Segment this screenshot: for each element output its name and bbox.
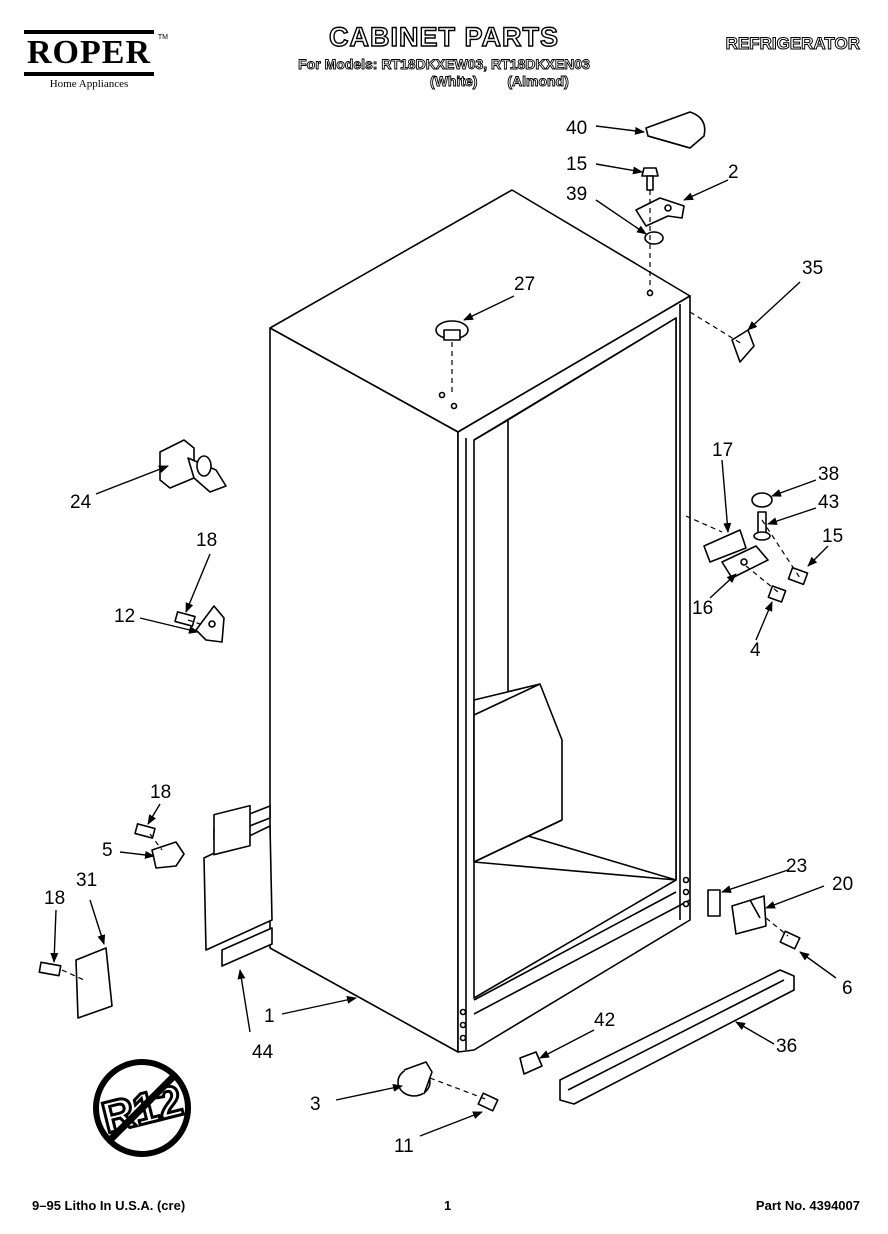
callout-labels: 40 15 2 39 35 27 24 18 12 17 38 43 15 16… bbox=[44, 118, 853, 1157]
callout-1: 1 bbox=[264, 1006, 275, 1027]
models-line: For Models: RT18DKXEW03, RT18DKXEN03 bbox=[298, 56, 591, 73]
side-bracket-part-44 bbox=[203, 804, 273, 967]
callout-4: 4 bbox=[750, 640, 761, 661]
callout-40: 40 bbox=[566, 118, 587, 139]
bracket-part-20 bbox=[731, 895, 767, 935]
callout-leaders bbox=[50, 125, 837, 1137]
callout-44: 44 bbox=[252, 1042, 274, 1063]
assembly-guide-lines bbox=[61, 190, 801, 1101]
cover-part-31 bbox=[75, 947, 113, 1019]
callout-20: 20 bbox=[832, 874, 853, 895]
callout-43: 43 bbox=[818, 492, 839, 513]
callout-27: 27 bbox=[514, 274, 535, 295]
logo-rule-bottom bbox=[24, 72, 154, 76]
page-title: CABINET PARTS bbox=[328, 21, 559, 52]
callout-18-upper: 18 bbox=[196, 530, 217, 551]
roper-logo: ROPER Home Appliances TM bbox=[24, 28, 168, 90]
page-number: 1 bbox=[444, 1198, 452, 1213]
callout-24: 24 bbox=[70, 492, 92, 513]
hinge-bracket-part-17 bbox=[703, 529, 747, 563]
clip-part-42 bbox=[519, 1051, 543, 1075]
callout-15-top: 15 bbox=[566, 154, 587, 175]
color-variants: (White) (Almond) bbox=[430, 73, 595, 90]
top-hinge-cover-part bbox=[645, 111, 706, 149]
hinge-pin-part bbox=[159, 439, 227, 493]
top-hinge-part bbox=[635, 197, 685, 227]
callout-12: 12 bbox=[114, 606, 135, 627]
roller-part-3 bbox=[397, 1061, 433, 1097]
hinge-screw-part-top bbox=[641, 167, 659, 191]
callout-11: 11 bbox=[394, 1136, 414, 1157]
callout-2: 2 bbox=[728, 162, 739, 183]
callout-36: 36 bbox=[776, 1036, 797, 1057]
callout-3: 3 bbox=[310, 1094, 321, 1115]
callout-15-right: 15 bbox=[822, 526, 843, 547]
screw-part-18-upper bbox=[174, 611, 196, 627]
washer-part-38 bbox=[751, 492, 773, 508]
litho-note: 9–95 Litho In U.S.A. (cre) bbox=[32, 1198, 186, 1213]
callout-6: 6 bbox=[842, 978, 853, 999]
hinge-bushing-part bbox=[644, 231, 664, 245]
screw-part-6 bbox=[779, 930, 801, 950]
plate-part-23 bbox=[707, 889, 721, 917]
callout-5: 5 bbox=[102, 840, 113, 861]
clip-part-5 bbox=[151, 841, 185, 869]
part-number: Part No. 4394007 bbox=[755, 1198, 860, 1213]
logo-rule-top bbox=[24, 30, 154, 34]
pin-part-43 bbox=[753, 511, 771, 541]
bracket-part-35 bbox=[731, 329, 755, 363]
screw-part-4 bbox=[767, 585, 787, 603]
logo-subtitle: Home Appliances bbox=[49, 78, 129, 90]
callout-18-middle: 18 bbox=[150, 782, 171, 803]
callout-38: 38 bbox=[818, 464, 839, 485]
callout-18-lower: 18 bbox=[44, 888, 65, 909]
callout-35: 35 bbox=[802, 258, 823, 279]
callout-17: 17 bbox=[712, 440, 733, 461]
bracket-part-12 bbox=[195, 605, 225, 643]
callout-39: 39 bbox=[566, 184, 587, 205]
toe-grille-part-36 bbox=[559, 969, 795, 1105]
logo-wordmark: ROPER bbox=[27, 34, 151, 71]
variant-white: (White) bbox=[430, 73, 478, 90]
variant-almond: (Almond) bbox=[507, 73, 569, 90]
screw-part-18-lower bbox=[38, 961, 62, 977]
category-label: REFRIGERATOR bbox=[725, 34, 860, 54]
logo-trademark: TM bbox=[157, 34, 168, 41]
callout-16: 16 bbox=[692, 598, 713, 619]
bottom-hinge-part-16 bbox=[721, 545, 769, 579]
callout-42: 42 bbox=[594, 1010, 615, 1031]
callout-31: 31 bbox=[76, 870, 97, 891]
callout-23: 23 bbox=[786, 856, 807, 877]
plug-button-part bbox=[435, 320, 469, 341]
screw-part-11 bbox=[477, 1092, 499, 1112]
cabinet-body bbox=[269, 189, 691, 1053]
no-r12-symbol: R12 bbox=[93, 1059, 191, 1157]
